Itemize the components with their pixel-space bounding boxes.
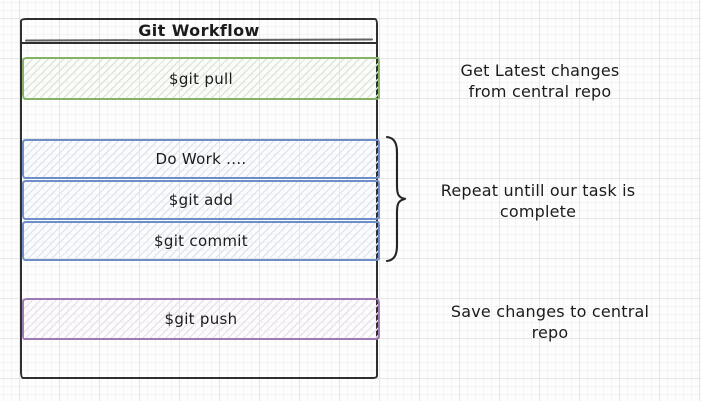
step-do-work[interactable]: Do Work ....	[22, 139, 380, 179]
annotation-repeat-line2: complete	[499, 202, 577, 221]
annotation-repeat-line1: Repeat untill our task is	[440, 181, 636, 200]
step-git-commit[interactable]: $git commit	[22, 221, 380, 261]
annotation-get-latest-line2: from central repo	[468, 82, 612, 101]
step-do-work-label: Do Work ....	[155, 150, 247, 168]
step-git-push-label: $git push	[164, 310, 238, 328]
workflow-title: Git Workflow	[138, 20, 260, 40]
step-git-add-label: $git add	[168, 191, 234, 209]
step-git-add[interactable]: $git add	[22, 180, 380, 220]
step-git-push[interactable]: $git push	[22, 298, 380, 340]
step-git-pull[interactable]: $git pull	[22, 57, 380, 100]
annotation-repeat[interactable]: Repeat untill our task is complete	[404, 180, 672, 222]
step-git-commit-label: $git commit	[154, 232, 248, 250]
curly-brace-icon[interactable]	[383, 134, 407, 264]
annotation-get-latest-line1: Get Latest changes	[460, 61, 620, 80]
step-git-pull-label: $git pull	[169, 69, 233, 88]
annotation-save-changes-line2: repo	[531, 323, 569, 342]
annotation-save-changes-line1: Save changes to central	[450, 302, 650, 321]
workflow-title-band: Git Workflow	[22, 20, 376, 44]
annotation-get-latest[interactable]: Get Latest changes from central repo	[420, 60, 660, 102]
annotation-save-changes[interactable]: Save changes to central repo	[430, 301, 670, 343]
